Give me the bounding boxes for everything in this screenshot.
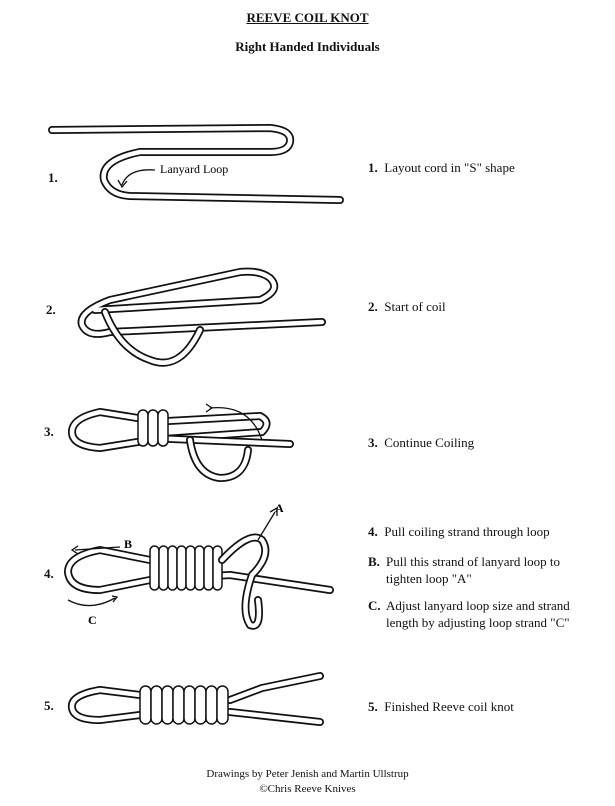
step-4c-description: C.Adjust lanyard loop size and strand le… — [368, 598, 570, 630]
credits: Drawings by Peter Jenish and Martin Ulls… — [206, 768, 409, 780]
step-5-description: 5. Finished Reeve coil knot — [368, 699, 514, 714]
step-4-description: 4. Pull coiling strand through loop — [368, 524, 550, 539]
step-5-drawing — [67, 672, 324, 726]
step-4b-description: B.Pull this strand of lanyard loop to ti… — [368, 554, 561, 586]
step-1-description: 1. Layout cord in "S" shape — [368, 160, 515, 175]
copyright: ©Chris Reeve Knives — [259, 783, 356, 795]
step-3-drawing — [68, 403, 294, 482]
lanyard-loop-label: Lanyard Loop — [160, 162, 228, 176]
step-5-number: 5. — [44, 698, 54, 713]
step-3-description: 3. Continue Coiling — [368, 435, 475, 450]
step-4-drawing: A B C — [64, 501, 334, 630]
step-1-drawing: Lanyard Loop — [48, 124, 344, 204]
step-3-number: 3. — [44, 424, 54, 439]
step-4-number: 4. — [44, 566, 54, 581]
step-1-number: 1. — [48, 170, 58, 185]
label-a: A — [275, 501, 284, 515]
step-2-description: 2. Start of coil — [368, 299, 446, 314]
page-title: REEVE COIL KNOT — [246, 10, 369, 25]
step-2-number: 2. — [46, 302, 56, 317]
page-subtitle: Right Handed Individuals — [235, 39, 380, 54]
label-c: C — [88, 613, 97, 627]
step-2-drawing — [77, 267, 326, 367]
label-b: B — [124, 537, 132, 551]
